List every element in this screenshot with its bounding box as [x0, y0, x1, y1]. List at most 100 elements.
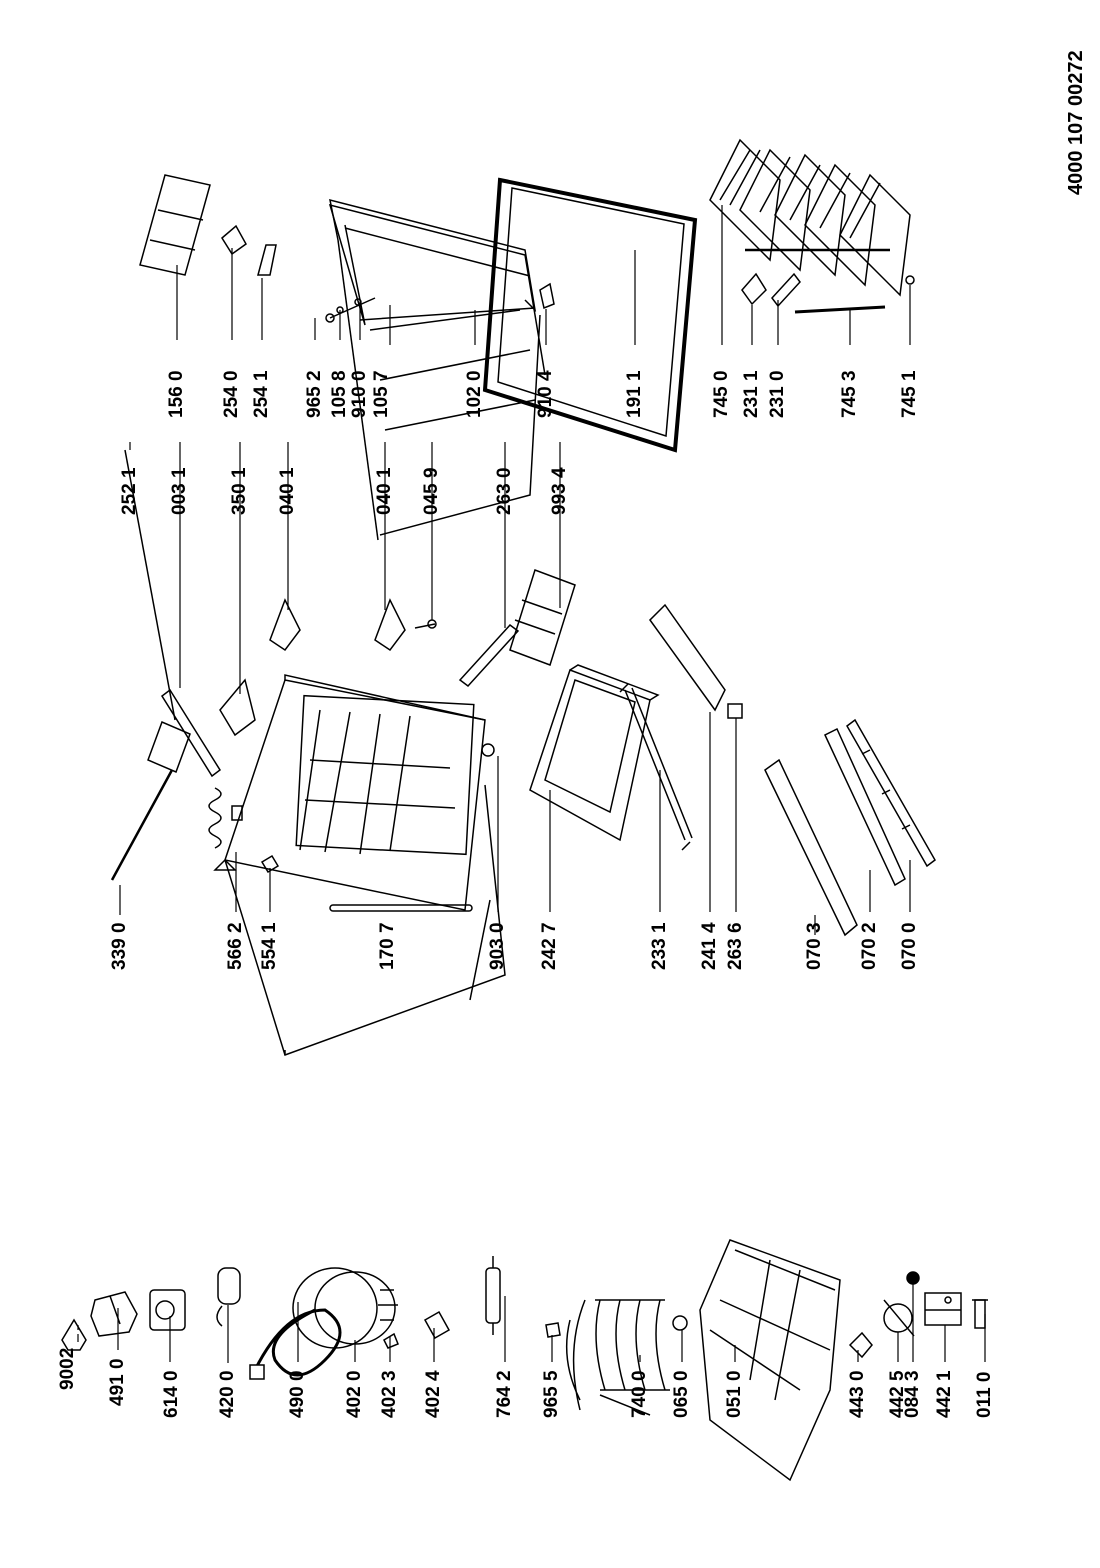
part-2427-drawing	[529, 664, 660, 842]
part-label: 045 9	[421, 467, 442, 515]
part-label: 903 0	[487, 922, 508, 970]
part-0650-drawing	[672, 1315, 688, 1331]
part-3390-drawing	[110, 769, 174, 881]
part-label: 402 0	[344, 1370, 365, 1418]
part-label: 566 2	[225, 922, 246, 970]
part-label: 554 1	[259, 922, 280, 970]
part-2414-drawing	[649, 603, 726, 712]
part-1560-drawing	[139, 174, 211, 276]
part-label: 105 7	[371, 370, 392, 418]
part-5662-drawing	[208, 787, 243, 849]
part-label: 442 1	[934, 1370, 955, 1418]
part-9104-drawing	[539, 282, 555, 310]
part-label: 745 1	[899, 370, 920, 418]
part-label: 070 3	[804, 922, 825, 970]
part-label: 491 0	[107, 1358, 128, 1406]
part-label: 070 2	[859, 922, 880, 970]
part-label: 263 0	[494, 467, 515, 515]
part-label: 040 1	[277, 467, 298, 515]
part-label: 910 4	[535, 370, 556, 418]
part-4430-drawing	[848, 1331, 873, 1359]
part-0510-drawing	[699, 1239, 841, 1482]
part-0459-drawing	[414, 619, 437, 629]
part-5541-drawing	[260, 854, 280, 874]
part-7450-drawing	[709, 138, 911, 297]
part-label: 242 7	[539, 922, 560, 970]
part-0401b-drawing	[374, 598, 406, 652]
part-7642-drawing	[485, 1256, 501, 1335]
part-0702-drawing	[824, 727, 906, 887]
part-9030-drawing	[481, 743, 495, 757]
part-2541-drawing	[257, 244, 277, 276]
part-2636-drawing	[727, 703, 743, 719]
part-label: 170 7	[377, 922, 398, 970]
part-4200-drawing	[216, 1267, 241, 1327]
part-2521-drawing	[124, 449, 191, 774]
part-label: 252 1	[119, 467, 140, 515]
cabinet-drawing	[213, 674, 506, 1056]
part-label: 156 0	[166, 370, 187, 418]
part-label: 614 0	[161, 1370, 182, 1418]
part-label: 003 1	[169, 467, 190, 515]
part-7451-drawing	[905, 275, 915, 285]
part-7400-drawing	[565, 1299, 670, 1416]
part-label: 965 5	[541, 1370, 562, 1418]
door-hinge-parts-drawing	[325, 297, 376, 323]
leader-lines	[77, 205, 986, 1363]
part-9002-drawing	[61, 1318, 87, 1351]
part-label: 084 3	[902, 1370, 923, 1418]
part-2540-drawing	[221, 224, 247, 256]
part-4023-drawing	[383, 1332, 399, 1349]
part-2331-drawing	[619, 683, 693, 851]
part-label: 011 0	[974, 1371, 995, 1419]
part-4024-drawing	[423, 1310, 451, 1340]
part-7453-drawing	[794, 305, 886, 314]
part-label: 740 0	[629, 1370, 650, 1418]
part-label: 233 1	[649, 922, 670, 970]
part-label: 490 0	[287, 1370, 308, 1418]
part-label: 910 0	[349, 370, 370, 418]
part-label: 339 0	[109, 922, 130, 970]
part-1707-drawing	[329, 904, 473, 912]
part-0401a-drawing	[269, 598, 301, 652]
part-label: 065 0	[671, 1370, 692, 1418]
part-label: 105 8	[329, 370, 350, 418]
part-label: 402 3	[379, 1370, 400, 1418]
part-label: 254 1	[251, 370, 272, 418]
part-label: 254 0	[221, 370, 242, 418]
part-9655-drawing	[545, 1322, 561, 1338]
part-label: 443 0	[847, 1370, 868, 1418]
part-label: 965 2	[304, 370, 325, 418]
part-4910-drawing	[90, 1291, 138, 1337]
part-label: 9002	[57, 1347, 78, 1390]
part-label: 745 3	[839, 370, 860, 418]
part-9934-drawing	[509, 569, 576, 666]
part-label: 263 6	[725, 922, 746, 970]
part-3501-drawing	[219, 678, 256, 737]
part-label: 191 1	[624, 370, 645, 418]
part-2630-drawing	[458, 623, 520, 688]
part-1911-drawing	[482, 177, 698, 453]
part-0843-drawing	[906, 1271, 920, 1285]
part-4421-drawing	[924, 1292, 962, 1326]
part-label: 231 0	[767, 370, 788, 418]
part-label: 040 1	[374, 467, 395, 515]
part-label: 051 0	[724, 1370, 745, 1418]
part-0700-drawing	[846, 718, 936, 868]
part-6140-drawing	[149, 1289, 186, 1331]
part-label: 231 1	[741, 370, 762, 418]
part-4020-drawing	[292, 1267, 398, 1349]
part-4425-drawing	[883, 1299, 915, 1337]
part-label: 402 4	[423, 1370, 444, 1418]
part-0031-drawing	[160, 688, 222, 778]
part-label: 102 0	[464, 370, 485, 418]
part-label: 745 0	[711, 370, 732, 418]
part-label: 420 0	[217, 1370, 238, 1418]
part-label: 993 4	[549, 467, 570, 515]
part-1020-drawing	[328, 198, 546, 541]
document-number: 4000 107 00272	[1065, 50, 1087, 195]
part-label: 241 4	[699, 922, 720, 970]
part-2311-drawing	[741, 272, 767, 306]
part-2310-drawing	[771, 272, 801, 308]
